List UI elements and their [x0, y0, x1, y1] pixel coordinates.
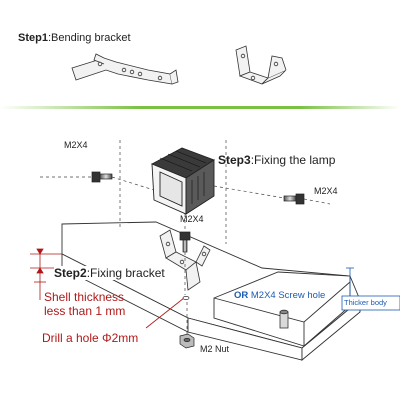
m2-nut	[179, 333, 195, 349]
drill-leader	[145, 297, 185, 329]
step2-sep: :	[86, 266, 91, 280]
bent-bracket-folded	[235, 45, 287, 85]
step1-sep: :	[47, 32, 52, 44]
screw-label-center: M2X4	[180, 214, 204, 224]
step1-title: Step1:Bending bracket	[18, 32, 131, 44]
step3-title: Step3:Fixing the lamp	[218, 153, 335, 167]
step3-number: Step3	[218, 153, 251, 167]
thicker-body-dimension	[341, 267, 400, 311]
alt-option-text: M2X4 Screw hole	[250, 290, 326, 301]
step2-number: Step2	[54, 266, 87, 280]
step3-sep: :	[250, 153, 255, 167]
step2-text: Fixing bracket	[90, 266, 165, 280]
step3-text: Fixing the lamp	[254, 153, 336, 167]
step1-text: Bending bracket	[51, 32, 131, 44]
mounted-bracket	[159, 229, 211, 291]
standoff-screw-hole	[279, 309, 289, 329]
assembly-guide-lines	[40, 140, 331, 334]
section-divider	[0, 106, 400, 109]
nut-label: M2 Nut	[200, 344, 230, 354]
screw-label-left: M2X4	[64, 140, 88, 150]
lamp-cube	[150, 147, 215, 215]
shell-thickness-note-line2: less than 1 mm	[44, 304, 126, 318]
drill-hole-note: Drill a hole Φ2mm	[42, 331, 139, 345]
drilled-hole	[182, 296, 190, 300]
alt-option-label: OR M2X4 Screw hole	[234, 290, 325, 301]
screw-label-right: M2X4	[314, 186, 338, 196]
left-screw	[91, 171, 113, 183]
thicker-body-label: Thicker body	[344, 298, 387, 307]
shell-thickness-note-line1: Shell thickness	[44, 290, 125, 304]
right-screw	[283, 193, 305, 205]
bent-bracket-flat	[71, 53, 179, 85]
step2-title: Step2:Fixing bracket	[54, 266, 165, 280]
step1-number: Step1	[18, 32, 48, 44]
alt-option-or: OR	[234, 290, 249, 301]
